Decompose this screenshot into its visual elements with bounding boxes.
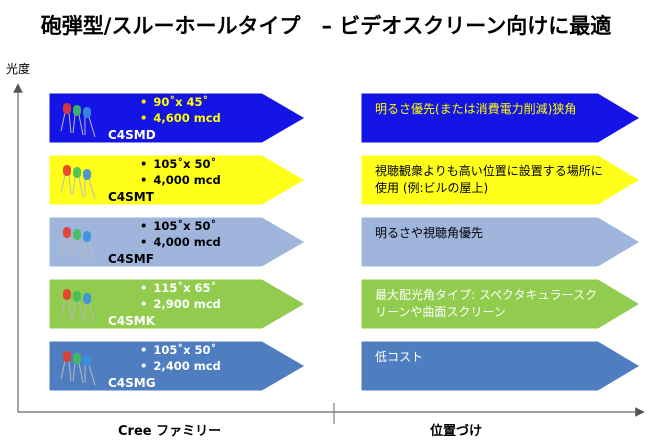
- positioning-text: 明るさ優先(または消費電力削減)狭角: [375, 102, 577, 116]
- model-name: C4SMF: [108, 252, 154, 266]
- spec-list: 105˚x 50˚2,400 mcd: [140, 342, 221, 374]
- viewing-angle: 105˚x 50˚: [140, 156, 221, 172]
- x-axis-left-label: Cree ファミリー: [118, 424, 222, 439]
- positioning-arrow: [360, 216, 641, 268]
- led-icon: [60, 103, 96, 138]
- luminous-intensity: 2,900 mcd: [140, 296, 220, 312]
- positioning-text: 低コスト: [375, 350, 424, 364]
- viewing-angle: 105˚x 50˚: [140, 218, 221, 234]
- led-icon: [60, 351, 96, 386]
- positioning-arrow: [360, 92, 641, 144]
- positioning-text: 最大配光角タイプ: スペクタキュラースクリーンや曲面スクリーン: [375, 288, 597, 319]
- spec-list: 115˚x 65˚2,900 mcd: [140, 280, 221, 312]
- positioning-arrow: [360, 340, 641, 392]
- luminous-intensity: 4,000 mcd: [140, 172, 220, 188]
- model-name: C4SMG: [108, 376, 156, 390]
- x-axis-right-label: 位置づけ: [430, 424, 483, 439]
- spec-list: 90˚x 45˚4,600 mcd: [140, 94, 221, 126]
- model-name: C4SMK: [108, 314, 156, 328]
- y-axis-label: 光度: [6, 62, 31, 76]
- viewing-angle: 105˚x 50˚: [140, 342, 221, 358]
- spec-list: 105˚x 50˚4,000 mcd: [140, 156, 221, 188]
- luminous-intensity: 2,400 mcd: [140, 358, 220, 374]
- page-title: 砲弾型/スルーホールタイプ – ビデオスクリーン向けに最適: [40, 14, 612, 38]
- spec-list: 105˚x 50˚4,000 mcd: [140, 218, 221, 250]
- model-name: C4SMD: [108, 128, 156, 142]
- positioning-text: 視聴観衆よりも高い位置に設置する場所に使用 (例:ビルの屋上): [375, 164, 603, 195]
- led-icon: [60, 165, 96, 200]
- viewing-angle: 115˚x 65˚: [140, 280, 221, 296]
- viewing-angle: 90˚x 45˚: [140, 94, 221, 110]
- model-name: C4SMT: [108, 190, 154, 204]
- led-icon: [60, 227, 96, 262]
- positioning-arrow: [360, 278, 641, 330]
- led-icon: [60, 289, 96, 324]
- positioning-arrow: [360, 154, 641, 206]
- positioning-text: 明るさや視聴角優先: [375, 226, 484, 240]
- luminous-intensity: 4,000 mcd: [140, 234, 220, 250]
- luminous-intensity: 4,600 mcd: [140, 110, 220, 126]
